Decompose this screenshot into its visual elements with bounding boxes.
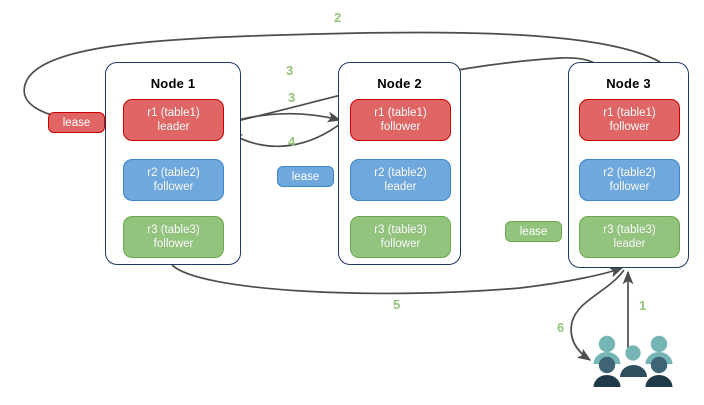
arrow-step-3-to-node2	[223, 111, 342, 125]
step-label-5: 5	[393, 297, 401, 312]
replica-name: r3 (table3)	[374, 224, 427, 236]
node-2-replica-r3[interactable]: r3 (table3) follower	[350, 216, 451, 258]
node-1-replica-r3[interactable]: r3 (table3) follower	[123, 216, 224, 258]
arrow-step-4	[228, 123, 341, 148]
replica-role: leader	[613, 238, 646, 250]
node-1-replica-r2[interactable]: r2 (table2) follower	[123, 159, 224, 201]
step-label-1: 1	[639, 298, 647, 313]
lease-badge-red[interactable]: lease	[48, 112, 105, 133]
node-1-title: Node 1	[150, 76, 196, 91]
replica-role: follower	[153, 238, 194, 250]
lease-label: lease	[291, 170, 320, 183]
node-2-title: Node 2	[377, 76, 422, 91]
node-3-replica-r2[interactable]: r2 (table2) follower	[579, 159, 680, 201]
node-box-1[interactable]: Node 1 r1 (table1) leader r2 (table2) fo…	[105, 62, 241, 265]
replica-role: leader	[384, 181, 417, 193]
replica-name: r2 (table2)	[374, 167, 427, 179]
node-1-replica-r1[interactable]: r1 (table1) leader	[123, 99, 224, 141]
replica-name: r2 (table2)	[603, 167, 656, 179]
lease-badge-blue[interactable]: lease	[277, 166, 334, 187]
replica-name: r1 (table1)	[147, 107, 200, 119]
replica-name: r3 (table3)	[147, 224, 200, 236]
node-3-replica-r3[interactable]: r3 (table3) leader	[579, 216, 680, 258]
lease-badge-green[interactable]: lease	[505, 221, 562, 242]
replica-name: r2 (table2)	[147, 167, 200, 179]
node-box-2[interactable]: Node 2 r1 (table1) follower r2 (table2) …	[338, 62, 461, 265]
replica-name: r1 (table1)	[374, 107, 427, 119]
node-2-replica-r1[interactable]: r1 (table1) follower	[350, 99, 451, 141]
step-label-6: 6	[557, 320, 565, 335]
replica-role: follower	[380, 238, 421, 250]
node-box-3[interactable]: Node 3 r1 (table1) follower r2 (table2) …	[568, 62, 689, 268]
lease-label: lease	[519, 225, 548, 238]
step-label-3-upper: 3	[286, 63, 294, 78]
step-label-4: 4	[288, 134, 296, 149]
people-group-icon	[593, 335, 673, 387]
arrow-step-5	[171, 264, 624, 295]
node-3-title: Node 3	[606, 76, 651, 91]
replica-role: follower	[609, 181, 650, 193]
node-3-replica-r1[interactable]: r1 (table1) follower	[579, 99, 680, 141]
lease-label: lease	[62, 116, 91, 129]
step-label-2: 2	[334, 10, 342, 25]
replica-role: follower	[153, 181, 194, 193]
replica-role: leader	[157, 121, 190, 133]
step-label-3-lower: 3	[288, 90, 296, 105]
node-2-replica-r2[interactable]: r2 (table2) leader	[350, 159, 451, 201]
replica-role: follower	[380, 121, 421, 133]
replica-name: r3 (table3)	[603, 224, 656, 236]
replica-role: follower	[609, 121, 650, 133]
replica-name: r1 (table1)	[603, 107, 656, 119]
